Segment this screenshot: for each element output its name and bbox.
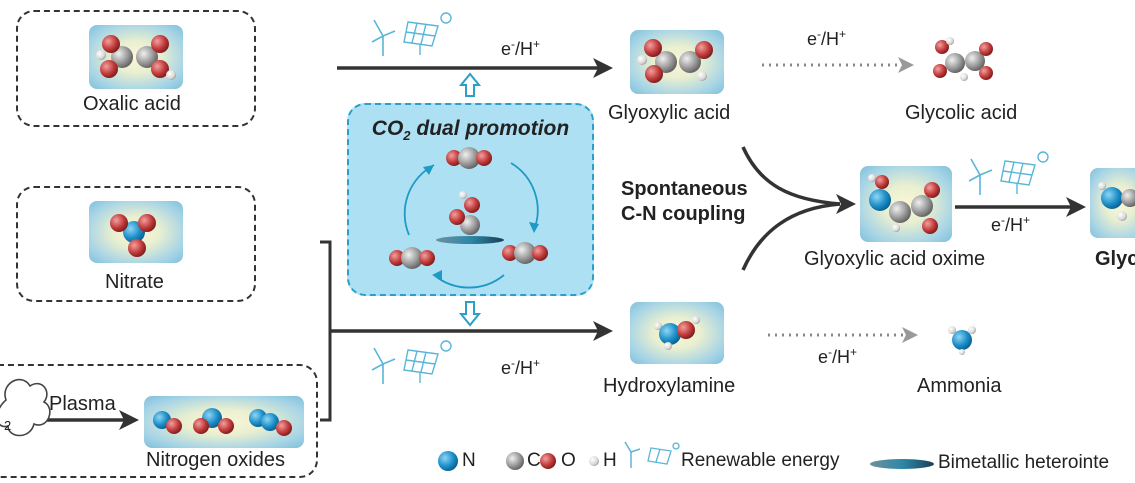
oxalic-acid-box — [16, 10, 256, 127]
converging-curve-top — [741, 146, 841, 206]
nitrate-label: Nitrate — [105, 271, 164, 293]
reagent-label-ammonia: e-/H+ — [818, 345, 858, 367]
legend-solar-panel-icon — [647, 442, 680, 465]
glycolic-acid-molecule — [933, 37, 993, 81]
oxalic-acid-label: Oxalic acid — [83, 93, 181, 115]
reagent-label-bottom: e-/H+ — [501, 356, 541, 378]
hydroxylamine-molecule — [630, 302, 724, 364]
wind-turbine-icon — [968, 158, 993, 195]
glyoxylic-acid-label: Glyoxylic acid — [608, 102, 731, 124]
co2-dual-promotion-title: CO2 dual promotion — [371, 117, 570, 144]
nitrogen-oxides-box — [0, 364, 318, 478]
legend-bimetallic-disk — [870, 459, 934, 469]
glycolic-acid-label: Glycolic acid — [905, 102, 1018, 124]
legend-atoms — [438, 451, 599, 471]
legend-n: N — [462, 450, 476, 471]
glyoxylic-acid-oxime-label: Glyoxylic acid oxime — [804, 248, 986, 270]
legend-bimetallic: Bimetallic heterointe — [938, 452, 1110, 473]
down-hollow-arrow — [458, 301, 482, 327]
legend-wind-turbine-icon — [624, 441, 641, 468]
converging-curve-bottom — [741, 202, 841, 271]
nitrogen-oxides-molecules — [144, 396, 304, 448]
nitrogen-oxides-label: Nitrogen oxides — [146, 449, 285, 471]
reagent-label-glycolic: e-/H+ — [807, 27, 847, 49]
bracket — [320, 240, 332, 422]
reagent-label-glycine: e-/H+ — [991, 213, 1031, 235]
legend-h: H — [603, 450, 617, 471]
solar-panel-icon — [403, 12, 452, 55]
co2-dual-promotion-box: CO2 dual promotion — [347, 103, 594, 296]
coupling-label: Spontaneous C-N coupling — [621, 178, 748, 225]
legend-renewable-energy: Renewable energy — [681, 450, 840, 471]
plasma-label: Plasma — [49, 393, 116, 415]
n2-fragment: 2 — [4, 418, 12, 433]
legend-o: O — [561, 450, 576, 471]
reagent-label-top: e-/H+ — [501, 37, 541, 59]
hydroxylamine-label: Hydroxylamine — [603, 375, 736, 397]
glycine-label: Glyc — [1095, 248, 1135, 270]
glyoxylic-acid-molecule — [630, 30, 724, 94]
cloud-icon — [0, 378, 51, 437]
nitrate-molecule — [89, 201, 183, 263]
arrowhead — [593, 58, 613, 78]
ammonia-label: Ammonia — [917, 375, 1002, 397]
ammonia-molecule — [948, 326, 976, 355]
nitrate-box — [16, 186, 256, 302]
up-hollow-arrow — [458, 72, 482, 97]
legend-c: C — [527, 450, 541, 471]
glycine-molecule — [1090, 168, 1135, 238]
wind-turbine-icon — [371, 19, 396, 56]
wind-turbine-icon — [371, 347, 396, 384]
co2-cycle — [389, 147, 548, 289]
solar-panel-icon — [403, 340, 452, 383]
oxalic-acid-molecule — [89, 25, 183, 89]
glyoxylic-acid-oxime-molecule — [860, 166, 952, 242]
solar-panel-icon — [1000, 151, 1049, 194]
